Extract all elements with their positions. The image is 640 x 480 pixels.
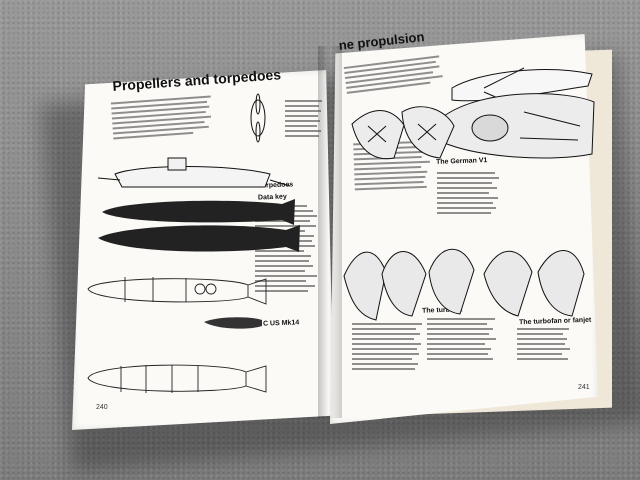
submarine-illustration	[97, 157, 291, 188]
torpedo-one	[102, 199, 295, 225]
german-v1-text	[437, 172, 502, 214]
v1-cutaway-illustration	[441, 93, 595, 159]
right-body-text-lower	[352, 323, 424, 370]
engine-schematics-bottom	[343, 248, 585, 321]
left-column-text	[285, 100, 323, 137]
turbofan-text	[517, 328, 571, 360]
book-spine	[318, 46, 342, 418]
propeller-illustration	[250, 93, 266, 143]
small-torpedo	[204, 317, 262, 329]
torpedo-two	[98, 225, 300, 252]
cutaway-torpedo-upper	[87, 277, 267, 305]
right-page-number: 241	[578, 384, 590, 391]
right-page-illustrations	[343, 67, 595, 321]
turbojet-text	[427, 318, 497, 360]
left-page-number: 240	[96, 404, 108, 411]
cutaway-torpedo-lower	[87, 364, 267, 393]
left-page-illustrations	[87, 93, 300, 393]
engine-schematics-top	[351, 106, 455, 160]
